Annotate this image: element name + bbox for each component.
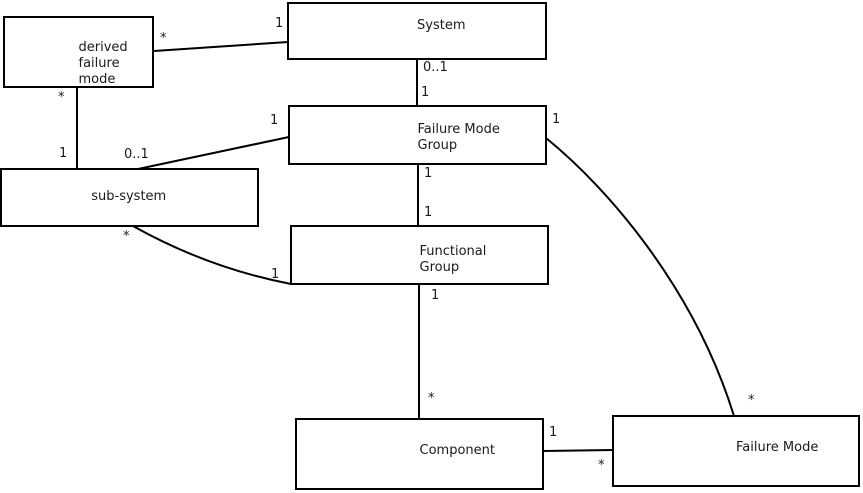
multiplicity-label: 1 (421, 85, 430, 100)
class-name-line: mode (78, 72, 116, 87)
class-name-sub-system: sub-system (91, 189, 167, 204)
multiplicity-label: * (748, 393, 755, 408)
class-name-line: failure (78, 56, 120, 71)
multiplicity-label: 0..1 (423, 60, 448, 75)
class-name-functional-group: Functional Group (420, 244, 487, 276)
class-box-component: Component (295, 418, 544, 490)
multiplicity-label: * (160, 31, 167, 46)
class-name-failure-mode-group: Failure Mode Group (418, 122, 500, 154)
class-name-system: System (417, 18, 466, 33)
class-box-failure-mode-group: Failure Mode Group (288, 105, 547, 165)
multiplicity-label: 1 (271, 267, 280, 282)
class-name-line: derived (78, 40, 128, 55)
class-name-line: Group (419, 260, 460, 275)
multiplicity-label: 1 (424, 205, 433, 220)
multiplicity-label: * (428, 391, 435, 406)
multiplicity-label: 1 (270, 113, 279, 128)
multiplicity-label: 1 (275, 16, 284, 31)
multiplicity-label: * (58, 90, 65, 105)
connector-sub-system-functional-group (132, 225, 292, 285)
multiplicity-label: * (123, 229, 130, 244)
class-name-line: Group (417, 138, 458, 153)
connector-component-failure-mode (542, 449, 614, 452)
class-name-component: Component (419, 443, 495, 458)
multiplicity-label: 1 (424, 166, 433, 181)
class-box-failure-mode: Failure Mode (612, 415, 860, 487)
multiplicity-label: 0..1 (124, 147, 149, 162)
class-box-functional-group: Functional Group (290, 225, 549, 285)
class-name-derived-failure-mode: derived failure mode (79, 40, 128, 88)
class-name-failure-mode: Failure Mode (736, 440, 819, 455)
class-name-line: Failure Mode (417, 122, 500, 137)
multiplicity-label: 1 (549, 425, 558, 440)
multiplicity-label: 1 (59, 146, 68, 161)
multiplicity-label: 1 (431, 288, 440, 303)
class-box-system: System (287, 2, 547, 60)
multiplicity-label: * (598, 458, 605, 473)
multiplicity-label: 1 (552, 112, 561, 127)
connector-derived-failure-mode-system (153, 41, 289, 52)
class-name-line: Functional (419, 244, 487, 259)
connector-failure-mode-group-sub-system (137, 136, 290, 170)
connector-failure-mode-group-failure-mode (545, 137, 735, 417)
class-box-derived-failure-mode: derived failure mode (3, 16, 154, 88)
class-box-sub-system: sub-system (0, 168, 259, 227)
